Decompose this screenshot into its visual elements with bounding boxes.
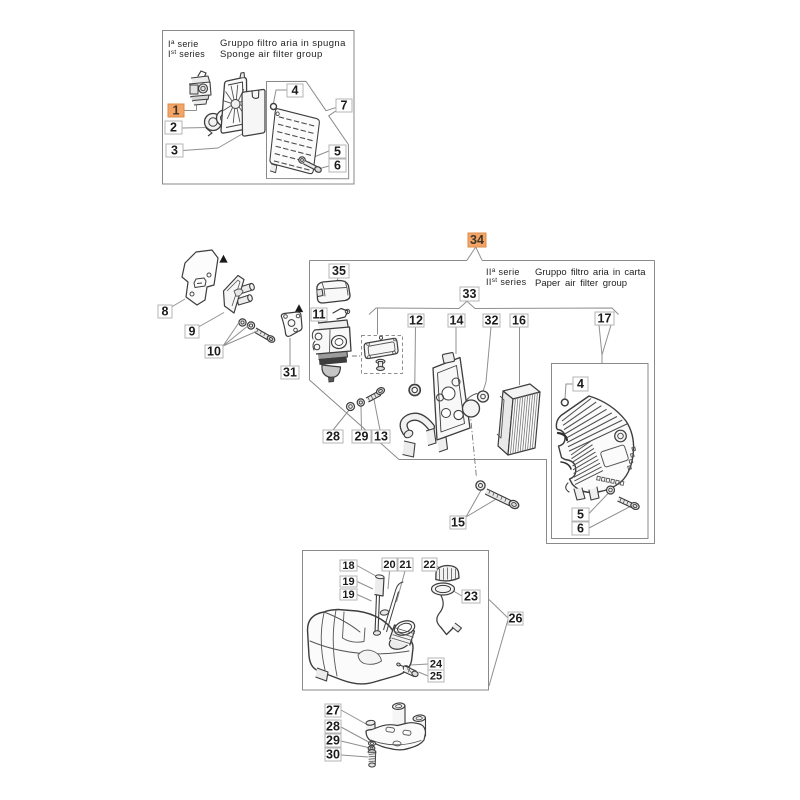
svg-text:25: 25 (430, 670, 442, 682)
svg-text:16: 16 (512, 313, 526, 327)
svg-text:33: 33 (463, 287, 477, 301)
svg-text:23: 23 (464, 589, 478, 603)
svg-text:31: 31 (283, 365, 297, 379)
svg-text:4: 4 (577, 377, 584, 391)
svg-text:18: 18 (342, 560, 354, 572)
svg-text:3: 3 (171, 143, 178, 157)
svg-text:6: 6 (577, 521, 584, 535)
svg-text:30: 30 (326, 747, 340, 761)
svg-text:28: 28 (326, 719, 340, 733)
svg-text:8: 8 (162, 304, 169, 318)
svg-text:IIa serie: IIa serie (486, 267, 520, 277)
svg-text:28: 28 (326, 429, 340, 443)
svg-text:Ist series: Ist series (168, 49, 205, 59)
svg-text:26: 26 (509, 611, 523, 625)
svg-text:14: 14 (450, 313, 464, 327)
svg-text:17: 17 (598, 311, 612, 325)
svg-text:11: 11 (312, 307, 325, 321)
svg-text:22: 22 (423, 559, 435, 571)
svg-text:24: 24 (430, 658, 443, 670)
svg-text:20: 20 (383, 559, 395, 571)
svg-text:15: 15 (451, 515, 465, 529)
svg-text:5: 5 (334, 144, 341, 158)
svg-text:19: 19 (342, 576, 354, 588)
svg-text:21: 21 (399, 559, 411, 571)
svg-text:Gruppo filtro aria in carta: Gruppo filtro aria in carta (535, 267, 646, 278)
svg-text:9: 9 (189, 324, 196, 338)
svg-text:34: 34 (470, 233, 484, 247)
svg-text:IIst series: IIst series (486, 277, 527, 287)
svg-text:Paper air filter group: Paper air filter group (535, 278, 627, 289)
svg-text:4: 4 (292, 83, 299, 97)
svg-text:6: 6 (334, 158, 341, 172)
svg-text:Sponge air filter group: Sponge air filter group (220, 49, 323, 60)
svg-text:2: 2 (170, 120, 177, 134)
svg-text:Gruppo filtro aria in spugna: Gruppo filtro aria in spugna (220, 38, 346, 49)
svg-text:27: 27 (326, 703, 340, 717)
svg-text:1: 1 (173, 103, 180, 117)
svg-text:7: 7 (341, 98, 348, 112)
svg-text:29: 29 (326, 733, 340, 747)
svg-text:19: 19 (342, 589, 354, 601)
svg-text:5: 5 (577, 507, 584, 521)
svg-text:Ia serie: Ia serie (168, 39, 199, 49)
svg-text:10: 10 (207, 344, 221, 358)
svg-text:32: 32 (485, 313, 499, 327)
svg-text:12: 12 (409, 313, 423, 327)
svg-text:13: 13 (374, 429, 388, 443)
svg-text:29: 29 (355, 429, 369, 443)
svg-text:35: 35 (332, 264, 346, 278)
